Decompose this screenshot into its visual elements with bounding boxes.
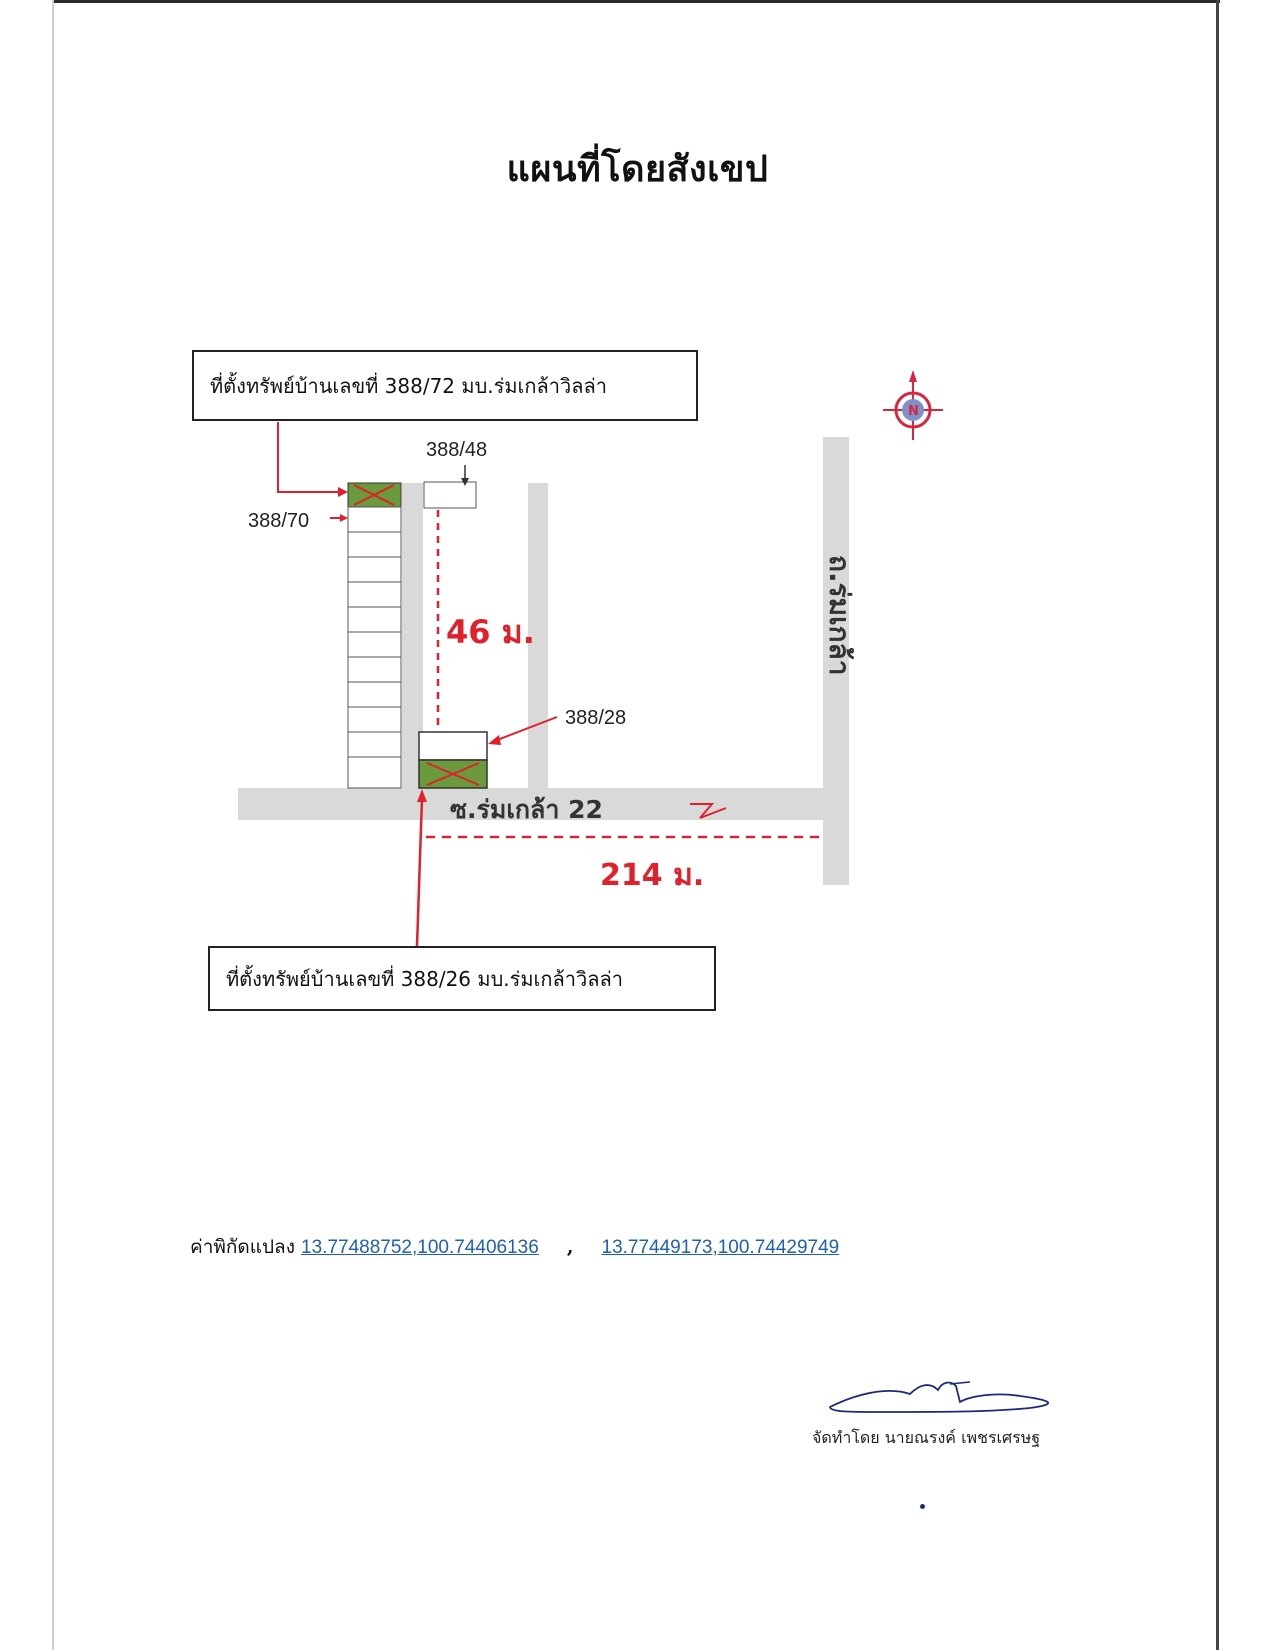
house-388-48 — [423, 481, 477, 509]
signature-icon — [829, 1381, 1049, 1413]
house-row — [347, 482, 402, 789]
house-unit — [347, 581, 402, 608]
compass-letter: N — [908, 404, 919, 419]
label-388-28: 388/28 — [565, 707, 626, 729]
house-unit — [347, 531, 402, 558]
house-unit — [347, 756, 402, 789]
house-unit — [347, 706, 402, 733]
connector-bottom-head — [417, 789, 427, 802]
coordinates-label: ค่าพิกัดแปลง — [190, 1236, 295, 1258]
page-title: แผนที่โดยสังเขป — [506, 148, 769, 190]
callout-388-26-text: ที่ตั้งทรัพย์บ้านเลขที่ 388/26 มบ.ร่มเกล… — [226, 966, 623, 991]
house-388-28 — [418, 731, 488, 761]
coordinates-line: ค่าพิกัดแปลง 13.77488752,100.74406136 , … — [190, 1232, 839, 1262]
arrow-388-48-head — [461, 478, 469, 486]
prepared-by: จัดทำโดย นายณรงค์ เพชรเศรษฐ — [812, 1428, 1041, 1447]
callout-388-72-text: ที่ตั้งทรัพย์บ้านเลขที่ 388/72 มบ.ร่มเกล… — [210, 373, 607, 398]
coordinate-separator: , — [566, 1236, 574, 1258]
page-border-right — [1216, 0, 1219, 1650]
arrow-388-28 — [491, 716, 558, 743]
callout-388-26: ที่ตั้งทรัพย์บ้านเลขที่ 388/26 มบ.ร่มเกล… — [208, 946, 716, 1011]
soi-road — [238, 788, 838, 820]
page-border-top — [52, 0, 1220, 3]
connector-bottom — [415, 797, 424, 947]
distance-label-horizontal: 214 ม. — [600, 858, 704, 893]
arrow-388-28-head — [488, 735, 501, 745]
label-388-48: 388/48 — [426, 439, 487, 461]
house-unit — [347, 731, 402, 758]
side-lane-left — [402, 483, 423, 793]
compass-icon: N — [883, 370, 943, 440]
house-unit — [347, 606, 402, 633]
main-road — [823, 437, 849, 885]
ink-dot — [920, 1504, 925, 1509]
coordinate-link-1[interactable]: 13.77488752,100.74406136 — [301, 1237, 539, 1258]
plot-388-72-cross — [353, 484, 395, 506]
house-unit — [347, 506, 402, 533]
soi-label: ซ.ร่มเกล้า 22 — [450, 795, 603, 824]
side-lane-right — [528, 483, 548, 793]
coordinate-link-2[interactable]: 13.77449173,100.74429749 — [601, 1237, 840, 1258]
connector-top — [277, 422, 342, 493]
page-border-left — [52, 0, 54, 1650]
arrow-388-70-head — [340, 514, 348, 522]
house-unit — [347, 631, 402, 658]
label-388-70: 388/70 — [248, 510, 309, 532]
house-unit — [347, 556, 402, 583]
callout-388-72: ที่ตั้งทรัพย์บ้านเลขที่ 388/72 มบ.ร่มเกล… — [192, 350, 698, 421]
plot-388-26-cross — [426, 762, 480, 786]
house-unit — [347, 681, 402, 708]
road-break-mark — [690, 803, 727, 819]
connector-top-head — [338, 487, 348, 497]
distance-label-vertical: 46 ม. — [446, 613, 535, 651]
house-unit — [347, 656, 402, 683]
main-road-label: ถ.ร่มเกล้า — [823, 555, 856, 676]
